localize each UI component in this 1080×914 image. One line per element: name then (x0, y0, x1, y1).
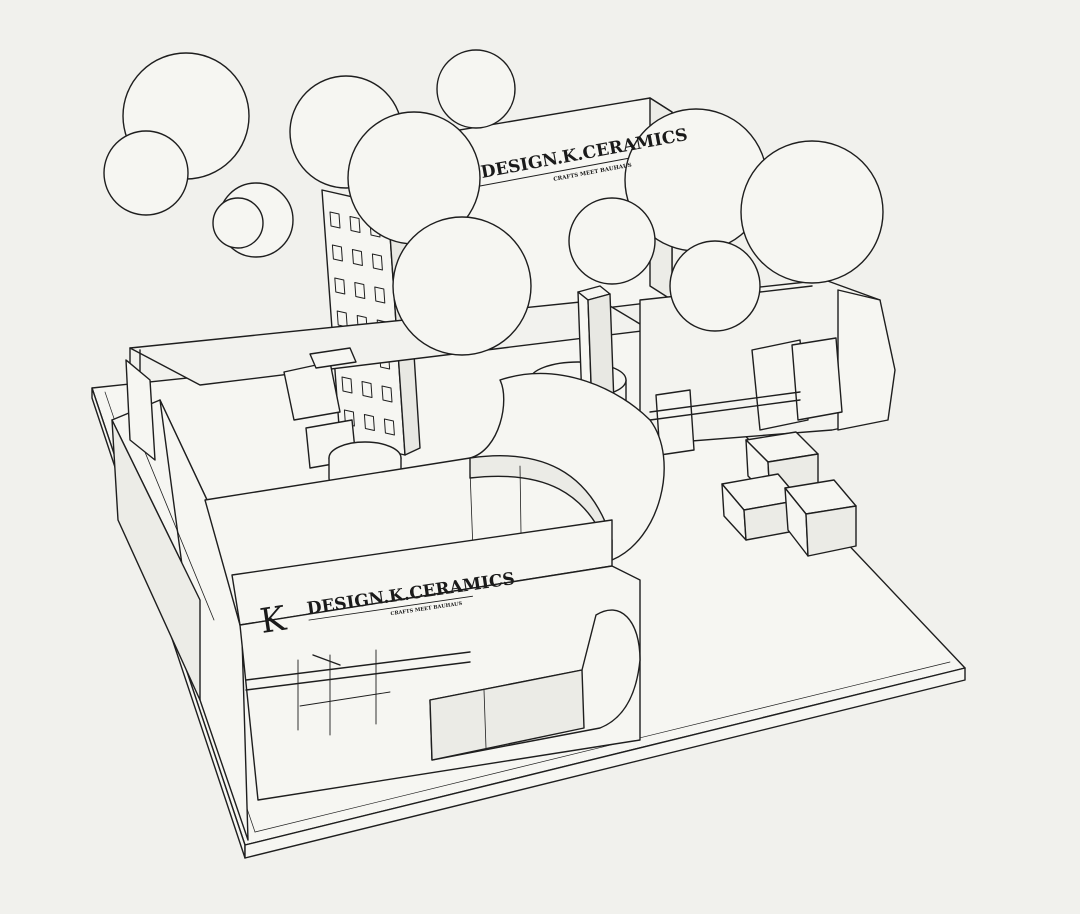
tower-hole (336, 310, 348, 328)
tower-hole (381, 385, 393, 403)
tower-hole (361, 381, 373, 398)
hanging-discs (103, 49, 884, 356)
tower-hole (371, 253, 383, 271)
tower-hole (351, 249, 363, 266)
tower-hole (383, 418, 395, 436)
tower-hole (331, 244, 343, 262)
tower-hole (329, 211, 341, 229)
front-counter (429, 609, 641, 761)
tower-hole (349, 216, 361, 233)
tower-hole (354, 282, 366, 299)
tower-hole (341, 376, 353, 394)
tower-hole (374, 286, 386, 304)
tower-hole (363, 414, 375, 431)
right-cubes (721, 431, 857, 557)
tower-hole (334, 277, 346, 295)
front-sign-wall (231, 519, 641, 801)
